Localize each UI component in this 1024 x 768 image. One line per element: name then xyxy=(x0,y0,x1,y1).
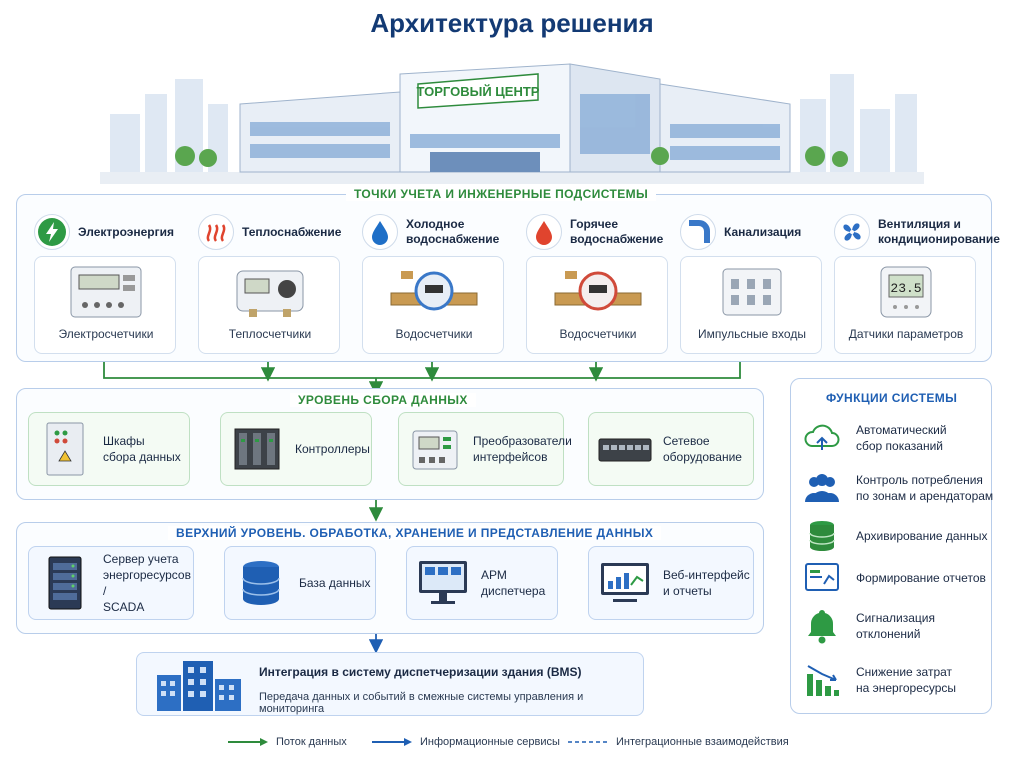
upper-label: Сервер учета энергоресурсов / SCADA xyxy=(103,552,191,614)
function-cost-reduction: Снижение затрат на энергоресурсы xyxy=(802,660,994,700)
subsystems-panel xyxy=(16,194,992,362)
subsystem-device: Электросчетчики xyxy=(58,327,154,341)
upper-label: Веб-интерфейс и отчеты xyxy=(663,568,750,598)
subsystem-device: Теплосчетчики xyxy=(228,327,312,341)
electricity-meter-icon xyxy=(70,266,142,318)
web-report-icon xyxy=(601,563,649,602)
heat-icon xyxy=(198,214,234,250)
function-label: Архивирование данных xyxy=(856,529,988,543)
parameter-sensor-icon: 23.5 xyxy=(880,266,932,318)
subsystem-heat[interactable]: Теплоснабжение Теплосчетчики xyxy=(194,210,344,356)
sensor-reading: 23.5 xyxy=(890,281,921,296)
function-label: Формирование отчетов xyxy=(856,571,986,585)
function-alarms: Сигнализация отклонений xyxy=(802,606,994,646)
subsystem-name: Горячее водоснабжение xyxy=(570,217,664,246)
pulse-input-module-icon xyxy=(722,268,782,316)
bms-integration[interactable]: Интеграция в систему диспетчеризации зда… xyxy=(136,652,644,716)
upper-web-reports[interactable]: Веб-интерфейс и отчеты xyxy=(588,546,754,620)
subsystem-cold-water[interactable]: Холодное водоснабжение Водосчетчики xyxy=(358,210,508,356)
hot-water-meter-icon xyxy=(554,271,642,311)
subsystem-device: Датчики параметров xyxy=(848,327,964,341)
legend-label: Поток данных xyxy=(276,736,347,748)
database-icon xyxy=(242,561,280,605)
legend-label: Интеграционные взаимодействия xyxy=(616,736,789,748)
legend-data-flow: Поток данных xyxy=(228,736,347,748)
function-label: Сигнализация отклонений xyxy=(856,611,936,641)
subsystem-electricity[interactable]: Электроэнергия Электросчетчики xyxy=(30,210,180,356)
water-drop-icon xyxy=(362,214,398,250)
legend-integration: Интеграционные взаимодействия xyxy=(568,736,789,748)
function-label: Снижение затрат на энергоресурсы xyxy=(856,665,957,695)
upper-title: ВЕРХНИЙ УРОВЕНЬ. ОБРАБОТКА, ХРАНЕНИЕ И П… xyxy=(168,526,662,540)
users-icon xyxy=(805,474,839,502)
upper-workstation[interactable]: АРМ диспетчера xyxy=(406,546,558,620)
server-icon xyxy=(48,556,82,610)
subsystem-name: Теплоснабжение xyxy=(242,224,342,239)
heat-meter-icon xyxy=(236,270,304,317)
collection-converters[interactable]: Преобразователи интерфейсов xyxy=(398,412,572,486)
database-icon xyxy=(809,521,835,551)
upper-server[interactable]: Сервер учета энергоресурсов / SCADA xyxy=(28,546,194,620)
function-label: Контроль потребления по зонам и арендато… xyxy=(856,473,994,503)
function-label: Автоматический сбор показаний xyxy=(856,423,947,453)
bms-title: Интеграция в систему диспетчеризации зда… xyxy=(259,665,582,679)
legend-label: Информационные сервисы xyxy=(420,736,560,748)
pipe-icon xyxy=(680,214,716,250)
subsystem-name: Вентиляция и кондиционирование xyxy=(878,217,1000,246)
subsystems-title: ТОЧКИ УЧЕТА И ИНЖЕНЕРНЫЕ ПОДСИСТЕМЫ xyxy=(346,187,657,201)
collection-network[interactable]: Сетевое оборудование xyxy=(588,412,754,486)
legend-info-services: Информационные сервисы xyxy=(372,736,560,748)
collection-cabinets[interactable]: Шкафы сбора данных xyxy=(28,412,190,486)
subsystem-hot-water[interactable]: Горячее водоснабжение Водосчетчики xyxy=(522,210,672,356)
collection-label: Преобразователи интерфейсов xyxy=(473,434,572,464)
building-icon xyxy=(157,661,241,711)
mall-sign: ТОРГОВЫЙ ЦЕНТР xyxy=(417,84,540,99)
lightning-icon xyxy=(34,214,70,250)
subsystem-ventilation[interactable]: Вентиляция и кондиционирование 23.5 Датч… xyxy=(830,210,1000,356)
subsystem-name: Канализация xyxy=(724,224,802,239)
collection-controllers[interactable]: Контроллеры xyxy=(220,412,372,486)
subsystem-name: Электроэнергия xyxy=(78,224,175,239)
bell-icon xyxy=(808,610,836,644)
subsystem-device: Импульсные входы xyxy=(698,327,806,341)
collection-label: Сетевое оборудование xyxy=(663,434,742,464)
subsystem-sewage[interactable]: Канализация Импульсные входы xyxy=(676,210,826,356)
function-archiving: Архивирование данных xyxy=(802,516,994,556)
subsystem-name: Холодное водоснабжение xyxy=(406,217,500,246)
collection-label: Контроллеры xyxy=(295,442,370,456)
cabinet-icon xyxy=(46,422,84,476)
upper-label: АРМ диспетчера xyxy=(481,568,546,598)
function-auto-collection: Автоматический сбор показаний xyxy=(802,418,994,458)
workstation-icon xyxy=(419,561,467,604)
upper-database[interactable]: База данных xyxy=(224,546,376,620)
controller-icon xyxy=(234,428,280,470)
mall-building-illustration: ТОРГОВЫЙ ЦЕНТР xyxy=(100,63,924,184)
functions-title: ФУНКЦИИ СИСТЕМЫ xyxy=(826,391,958,405)
subsystem-device: Водосчетчики xyxy=(395,327,473,341)
function-reports: Формирование отчетов xyxy=(802,558,994,598)
cloud-upload-icon xyxy=(804,424,840,450)
cold-water-meter-icon xyxy=(390,271,478,311)
hot-water-drop-icon xyxy=(526,214,562,250)
function-consumption-control: Контроль потребления по зонам и арендато… xyxy=(802,468,994,508)
fan-icon xyxy=(834,214,870,250)
upper-label: База данных xyxy=(299,576,371,590)
page-title: Архитектура решения xyxy=(370,8,654,38)
converter-icon xyxy=(412,430,458,470)
collection-label: Шкафы сбора данных xyxy=(103,434,181,464)
subsystem-device: Водосчетчики xyxy=(559,327,637,341)
report-icon xyxy=(805,563,839,591)
bms-subtitle: Передача данных и событий в смежные сист… xyxy=(259,691,584,715)
collection-title: УРОВЕНЬ СБОРА ДАННЫХ xyxy=(290,393,476,407)
chart-down-icon xyxy=(807,665,839,696)
switch-icon xyxy=(598,438,652,462)
